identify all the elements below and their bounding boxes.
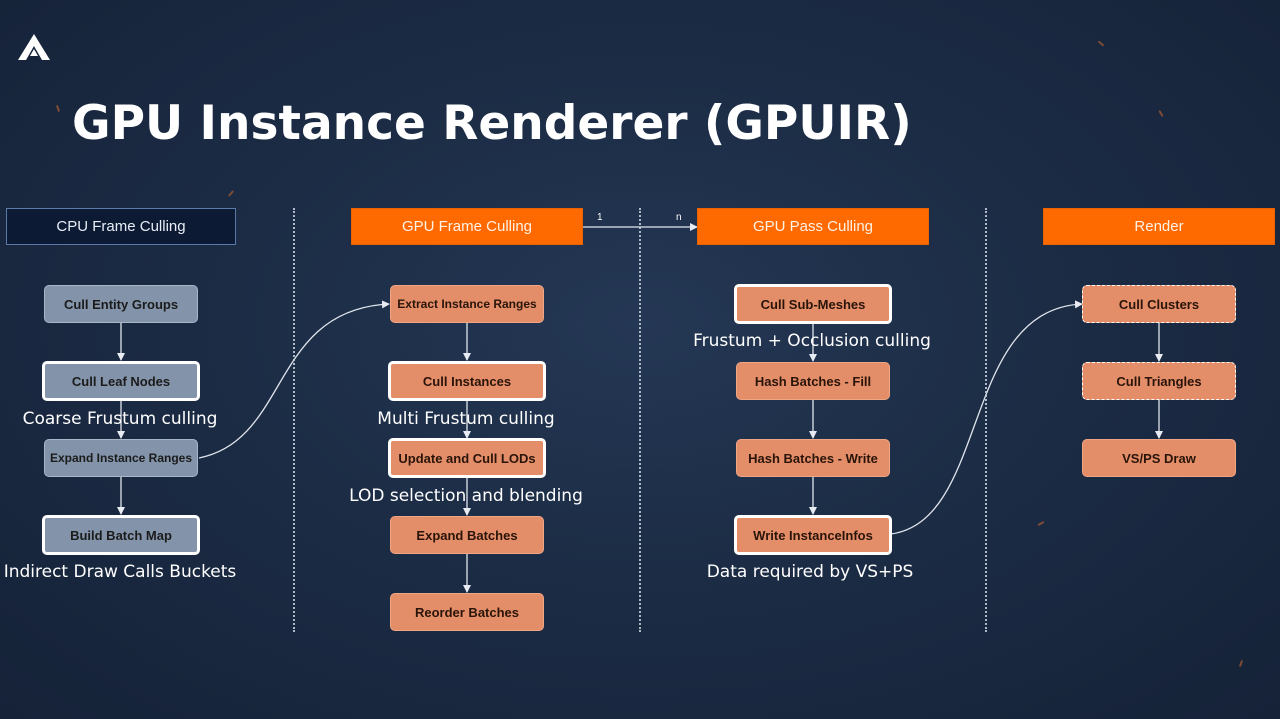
slide-title: GPU Instance Renderer (GPUIR) [72, 96, 912, 151]
ember-decoration [55, 104, 61, 113]
node-cull-entity-groups: Cull Entity Groups [44, 285, 198, 323]
brand-a-logo-icon [18, 34, 50, 60]
note-lod-selection: LOD selection and blending [349, 486, 583, 506]
note-indirect-draw: Indirect Draw Calls Buckets [3, 562, 237, 582]
column-divider [639, 208, 641, 632]
node-hash-batches-fill: Hash Batches - Fill [736, 362, 890, 400]
note-data-required: Data required by VS+PS [706, 562, 914, 582]
note-coarse-frustum: Coarse Frustum culling [22, 409, 218, 429]
node-extract-instance-ranges: Extract Instance Ranges [390, 285, 544, 323]
node-cull-triangles: Cull Triangles [1082, 362, 1236, 400]
node-vs-ps-draw: VS/PS Draw [1082, 439, 1236, 477]
link-label-from: 1 [597, 212, 603, 223]
node-cull-clusters: Cull Clusters [1082, 285, 1236, 323]
node-expand-instance-ranges: Expand Instance Ranges [44, 439, 198, 477]
node-cull-leaf-nodes: Cull Leaf Nodes [42, 361, 200, 401]
ember-decoration [1097, 40, 1105, 47]
node-reorder-batches: Reorder Batches [390, 593, 544, 631]
note-multi-frustum: Multi Frustum culling [377, 409, 555, 429]
link-label-to: n [676, 212, 682, 223]
node-cull-instances: Cull Instances [388, 361, 546, 401]
node-write-instanceinfos: Write InstanceInfos [734, 515, 892, 555]
note-frustum-occlusion: Frustum + Occlusion culling [693, 331, 931, 351]
ember-decoration [1238, 659, 1244, 668]
column-divider [293, 208, 295, 632]
column-divider [985, 208, 987, 632]
header-cpu-frame-culling: CPU Frame Culling [6, 208, 236, 245]
ember-decoration [227, 190, 235, 197]
node-update-cull-lods: Update and Cull LODs [388, 438, 546, 478]
header-gpu-pass-culling: GPU Pass Culling [697, 208, 929, 245]
node-expand-batches: Expand Batches [390, 516, 544, 554]
header-render: Render [1043, 208, 1275, 245]
node-build-batch-map: Build Batch Map [42, 515, 200, 555]
node-cull-sub-meshes: Cull Sub-Meshes [734, 284, 892, 324]
ember-decoration [1037, 520, 1045, 527]
ember-decoration [1158, 109, 1164, 118]
node-hash-batches-write: Hash Batches - Write [736, 439, 890, 477]
header-gpu-frame-culling: GPU Frame Culling [351, 208, 583, 245]
